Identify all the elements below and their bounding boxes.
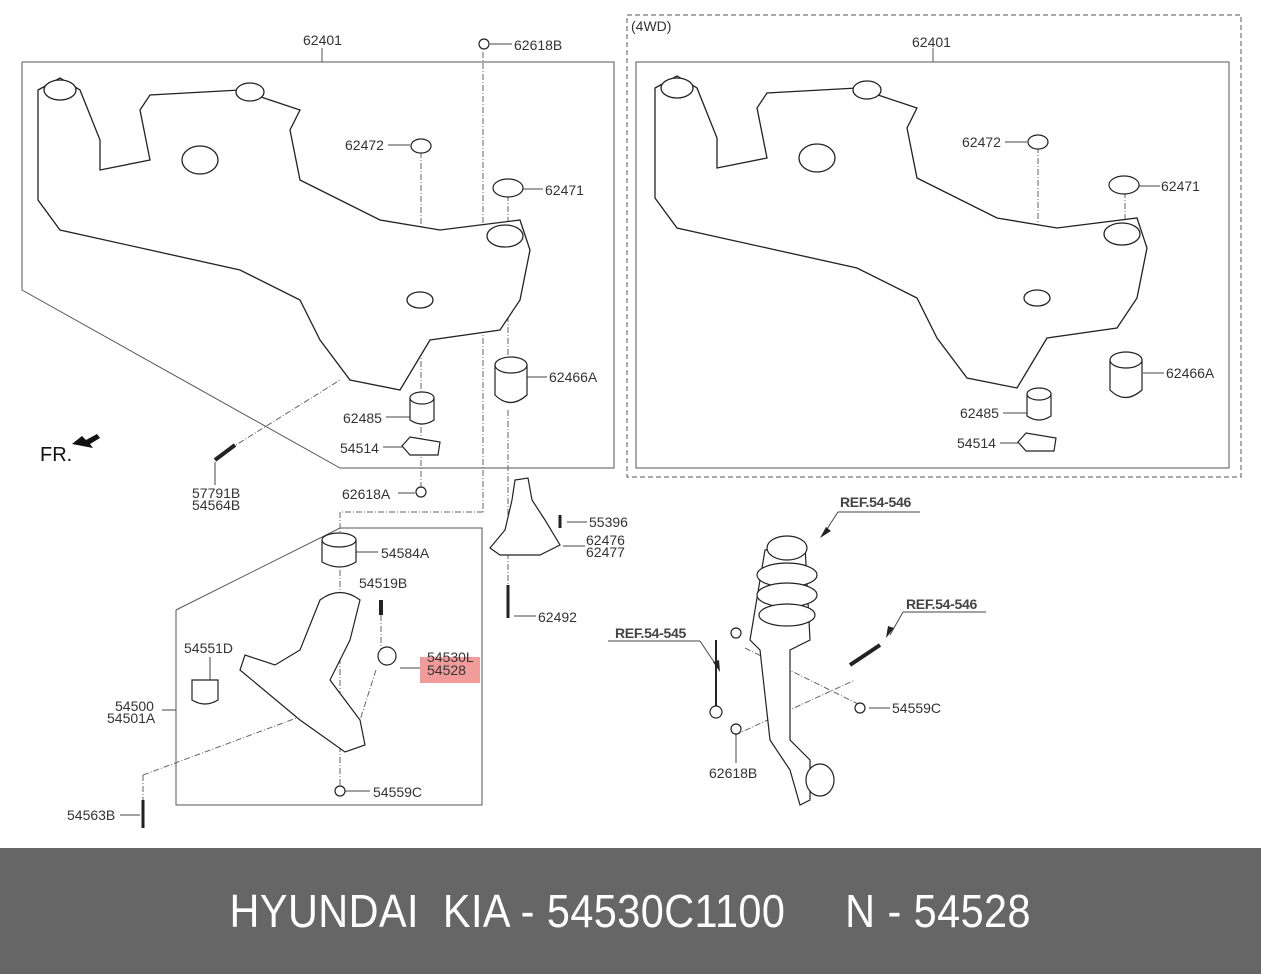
part-label-54501a[interactable]: 54501A (107, 710, 156, 726)
4wd-dashed-box (626, 14, 1242, 478)
part-label-62618a[interactable]: 62618A (342, 486, 391, 502)
left-subframe-box (21, 61, 615, 469)
right-subframe-drawing (654, 75, 1148, 389)
diagram-lines (21, 14, 1242, 828)
front-marker-label: FR. (40, 444, 73, 466)
part-label-54500[interactable]: 54500 (115, 698, 154, 714)
part-label-54519b[interactable]: 54519B (359, 575, 408, 591)
bushing-62485 (409, 397, 435, 425)
4wd-label: (4WD) (631, 18, 672, 34)
lower-arm-box (175, 527, 483, 806)
washer-62471 (492, 178, 524, 198)
highlighted-part-box (420, 657, 480, 683)
ref-label-54-546-top[interactable]: REF.54-546 (840, 494, 911, 510)
bushing-62466a (494, 364, 528, 404)
part-label-62471[interactable]: 62471 (545, 182, 584, 198)
part-label-4wd-62466a[interactable]: 62466A (1166, 365, 1215, 381)
part-label-62472[interactable]: 62472 (345, 137, 384, 153)
part-label-62476[interactable]: 62476 (586, 532, 625, 548)
part-label-54584a[interactable]: 54584A (381, 545, 430, 561)
part-label-4wd-62472[interactable]: 62472 (962, 134, 1001, 150)
ref-label-54-546-bolt[interactable]: REF.54-546 (906, 596, 977, 612)
part-label-62485[interactable]: 62485 (343, 410, 382, 426)
part-label-54551d[interactable]: 54551D (184, 640, 234, 656)
part-label-strut-62618b[interactable]: 62618B (709, 765, 758, 781)
washer-62472 (410, 138, 432, 154)
part-label-62492[interactable]: 62492 (538, 609, 577, 625)
part-label-54564b[interactable]: 54564B (192, 497, 241, 513)
bushing-54584a (321, 539, 357, 568)
part-label-strut-54559c[interactable]: 54559C (892, 700, 942, 716)
plate-54514 (401, 436, 441, 456)
parts-diagram: FR. (4WD) 62401 62618B 62472 62471 62466… (21, 14, 1242, 828)
lower-arm-drawing (239, 591, 366, 753)
part-label-4wd-62485[interactable]: 62485 (960, 405, 999, 421)
part-label-54528[interactable]: 54528 (427, 662, 466, 678)
bracket-drawing (489, 477, 561, 556)
part-label-57791b[interactable]: 57791B (192, 485, 241, 501)
part-label-54514[interactable]: 54514 (340, 440, 379, 456)
nut-62618a (415, 486, 427, 498)
part-label-4wd-62471[interactable]: 62471 (1161, 178, 1200, 194)
part-label-4wd-54514[interactable]: 54514 (957, 435, 996, 451)
footer-text: HYUNDAI KIA - 54530C1100 N - 54528 (229, 885, 1032, 937)
part-number-footer: HYUNDAI KIA - 54530C1100 N - 54528 (0, 848, 1261, 974)
part-label-55396[interactable]: 55396 (589, 514, 628, 530)
part-label-54563b[interactable]: 54563B (67, 807, 116, 823)
bushing-54551d (191, 679, 219, 705)
front-arrow-icon (72, 434, 100, 448)
part-label-54559c[interactable]: 54559C (373, 784, 423, 800)
part-label-62618b[interactable]: 62618B (514, 37, 563, 53)
part-label-62401[interactable]: 62401 (303, 32, 342, 48)
left-subframe-drawing (37, 77, 531, 391)
ball-joint (377, 646, 397, 666)
part-label-54530l[interactable]: 54530L (427, 649, 474, 665)
part-label-62466a[interactable]: 62466A (549, 369, 598, 385)
ref-label-54-545[interactable]: REF.54-545 (615, 625, 686, 641)
nut-62618b (478, 38, 490, 50)
part-label-4wd-62401[interactable]: 62401 (912, 34, 951, 50)
part-label-62477[interactable]: 62477 (586, 544, 625, 560)
